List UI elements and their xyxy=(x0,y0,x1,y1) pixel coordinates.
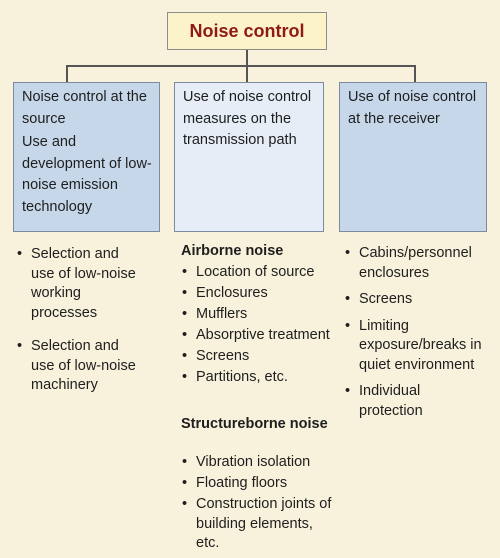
list-item: Cabins/personnel enclosures xyxy=(344,244,484,283)
source-box: Noise control at the source Use and deve… xyxy=(13,82,160,232)
source-box-subtitle: Use and development of low-noise emissio… xyxy=(22,134,152,215)
connector-root-down xyxy=(246,50,248,66)
list-item: Vibration isolation xyxy=(181,453,333,473)
list-item: Construction joints of building elements… xyxy=(181,495,333,554)
list-item: Screens xyxy=(181,347,331,367)
list-item: Mufflers xyxy=(181,305,331,325)
connector-mid-down xyxy=(246,65,248,82)
connector-right-down xyxy=(414,65,416,82)
airborne-heading: Airborne noise xyxy=(181,243,284,259)
list-item: Selection and use of low-noise machinery xyxy=(16,337,144,396)
list-item: Absorptive treatment xyxy=(181,326,331,346)
airborne-list: Location of source Enclosures Mufflers A… xyxy=(181,263,331,389)
root-node: Noise control xyxy=(167,12,327,50)
receiver-box-title: Use of noise control at the receiver xyxy=(348,89,477,127)
transmission-box-title: Use of noise control measures on the tra… xyxy=(183,89,312,148)
connector-left-down xyxy=(66,65,68,82)
source-list: Selection and use of low-noise working p… xyxy=(16,245,144,410)
receiver-box: Use of noise control at the receiver xyxy=(339,82,487,232)
transmission-box: Use of noise control measures on the tra… xyxy=(174,82,324,232)
list-item: Partitions, etc. xyxy=(181,368,331,388)
structureborne-heading: Structureborne noise xyxy=(181,416,328,432)
list-item: Floating floors xyxy=(181,474,333,494)
list-item: Individual protection xyxy=(344,382,484,421)
list-item: Limiting exposure/breaks in quiet enviro… xyxy=(344,317,484,376)
list-item: Selection and use of low-noise working p… xyxy=(16,245,144,323)
root-title: Noise control xyxy=(189,20,305,41)
list-item: Screens xyxy=(344,290,484,310)
structureborne-list: Vibration isolation Floating floors Cons… xyxy=(181,453,333,555)
receiver-list: Cabins/personnel enclosures Screens Limi… xyxy=(344,244,484,428)
source-box-title: Noise control at the source xyxy=(22,89,147,127)
list-item: Enclosures xyxy=(181,284,331,304)
connector-horizontal xyxy=(66,65,415,67)
list-item: Location of source xyxy=(181,263,331,283)
